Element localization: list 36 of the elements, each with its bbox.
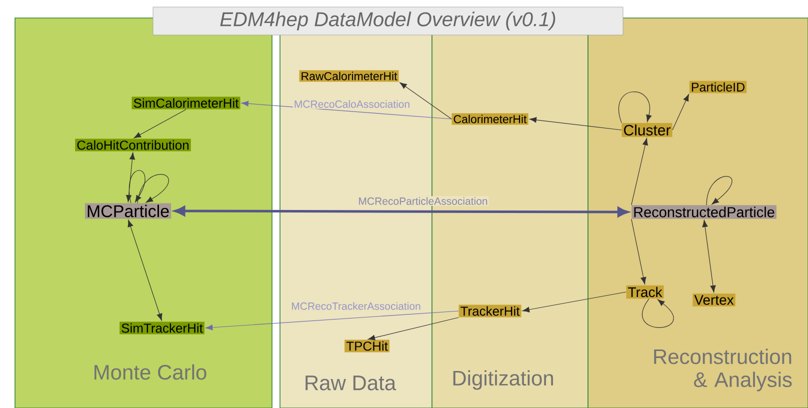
arrow: [368, 317, 459, 340]
self-loop-arrow: [137, 174, 169, 204]
class-box: TrackerHit: [458, 304, 522, 318]
arrow: [400, 82, 452, 120]
arrow: [529, 117, 622, 130]
arrow: [134, 109, 186, 138]
arrow: [702, 220, 716, 292]
class-box: CaloHitContribution: [75, 138, 191, 152]
arrow: [128, 220, 162, 321]
class-box: Vertex: [692, 294, 736, 306]
class-box: MCParticle: [84, 203, 172, 219]
class-box: TPCHit: [344, 340, 390, 352]
arrow: [672, 94, 689, 130]
self-loop-arrow: [618, 92, 652, 124]
self-loop-arrow: [129, 170, 146, 204]
class-box: Cluster: [622, 123, 672, 137]
arrow: [126, 152, 136, 202]
class-box: CalorimeterHit: [452, 113, 528, 125]
class-box: ReconstructedParticle: [632, 205, 776, 219]
arrow: [631, 138, 648, 206]
self-loop-arrow: [642, 298, 674, 328]
class-box: SimCalorimeterHit: [132, 96, 240, 110]
arrow: [206, 310, 459, 330]
edge-label: MCRecoParticleAssociation: [357, 196, 489, 206]
class-box: ParticleID: [689, 80, 747, 94]
edge-label: MCRecoCaloAssociation: [292, 99, 412, 109]
class-box: SimTrackerHit: [120, 322, 204, 334]
self-loop-arrow: [706, 176, 732, 206]
arrow: [522, 292, 626, 312]
arrow: [241, 100, 452, 120]
edge-label: MCRecoTrackerAssociation: [290, 301, 422, 311]
arrow: [631, 218, 646, 284]
arrow: [174, 206, 628, 217]
class-box: Track: [626, 285, 664, 299]
class-box: RawCalorimeterHit: [299, 70, 399, 82]
title-box: EDM4hep DataModel Overview (v0.1): [152, 6, 624, 36]
